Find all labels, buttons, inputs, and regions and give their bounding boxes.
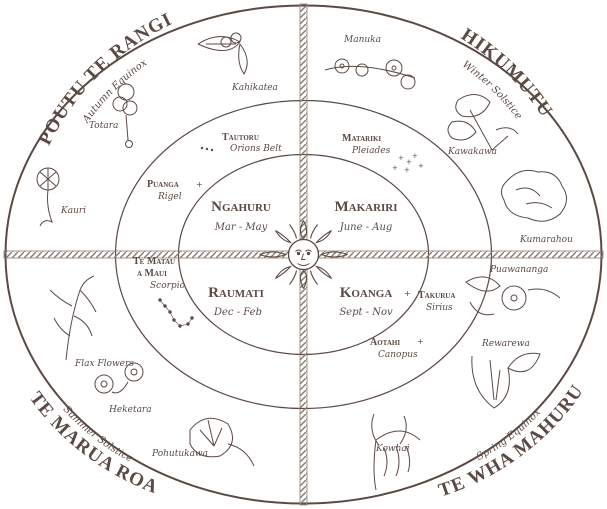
- plant-label: Totara: [89, 121, 118, 131]
- season-months: Mar - May: [214, 222, 268, 233]
- quadrant-title-ne: HIKUMUTU Winter Solstice: [457, 24, 556, 121]
- season-nw: Ngahuru Mar - May: [211, 199, 271, 233]
- season-months: June - Aug: [338, 222, 393, 233]
- plant-label: Kauri: [60, 206, 86, 216]
- rewarewa-plant-icon: [472, 353, 540, 408]
- plant-label: Kumarahou: [519, 235, 573, 245]
- svg-text:+: +: [418, 162, 424, 170]
- star-icon: +: [196, 180, 203, 189]
- svg-text:Orions Belt: Orions Belt: [230, 144, 282, 154]
- constellation-icon: [201, 147, 213, 151]
- svg-text:Rigel: Rigel: [157, 192, 182, 202]
- star-matariki: Matariki Pleiades ++++++: [342, 133, 424, 174]
- plant-label: Puawananga: [489, 265, 548, 275]
- svg-text:a Maui: a Maui: [137, 268, 167, 279]
- kahikatea-plant-icon: [198, 33, 247, 74]
- season-name: Koanga: [340, 285, 393, 301]
- plant-label: Flax Flowers: [74, 359, 134, 369]
- svg-text:Te Matau: Te Matau: [133, 256, 175, 267]
- svg-text:+: +: [392, 164, 398, 172]
- svg-text:+: +: [412, 152, 418, 160]
- kauri-plant-icon: [37, 168, 59, 226]
- svg-text:Puanga: Puanga: [147, 179, 179, 190]
- svg-text:Sirius: Sirius: [426, 303, 453, 313]
- plant-label: Rewarewa: [481, 339, 530, 349]
- plant-label: Kawakawa: [447, 147, 497, 157]
- totara-plant-icon: [113, 84, 137, 148]
- star-icon: +: [417, 337, 424, 346]
- svg-text:Scorpio: Scorpio: [150, 281, 186, 291]
- svg-text:Canopus: Canopus: [378, 350, 418, 360]
- plant-label: Kahikatea: [231, 83, 278, 93]
- kumarahou-plant-icon: [501, 170, 566, 221]
- season-name: Ngahuru: [211, 199, 271, 215]
- flax-flowers-plant-icon: [50, 276, 96, 360]
- svg-text:+: +: [398, 154, 404, 162]
- constellation-icon: ++++++: [392, 152, 424, 174]
- svg-text:Matariki: Matariki: [342, 133, 381, 144]
- svg-text:Pleiades: Pleiades: [351, 146, 391, 156]
- star-icon: +: [404, 289, 411, 298]
- svg-text:Aotahi: Aotahi: [370, 337, 400, 348]
- svg-text:+: +: [404, 166, 410, 174]
- svg-text:Tautoru: Tautoru: [222, 132, 259, 143]
- star-te-matau: Te Matau a Maui Scorpio: [133, 256, 193, 327]
- plant-label: Kowhai: [375, 444, 410, 454]
- season-ne: Makariri June - Aug: [334, 199, 397, 233]
- plant-label: Manuka: [343, 35, 381, 45]
- season-months: Sept - Nov: [339, 307, 393, 318]
- season-months: Dec - Feb: [213, 307, 262, 318]
- constellation-icon: [159, 299, 194, 328]
- plant-label: Pohutukawa: [151, 449, 208, 459]
- plant-label: Heketara: [108, 405, 152, 415]
- season-se: Koanga Sept - Nov: [339, 285, 393, 318]
- season-sw: Raumati Dec - Feb: [208, 285, 264, 318]
- season-name: Makariri: [334, 199, 397, 215]
- puawananga-plant-icon: [466, 277, 560, 315]
- season-name: Raumati: [208, 285, 264, 301]
- quadrant-title-se: TE WHA MAHURU Spring Equinox: [436, 381, 588, 502]
- manuka-plant-icon: [325, 59, 415, 89]
- star-aotahi: Aotahi Canopus +: [370, 337, 424, 360]
- svg-text:Takurua: Takurua: [418, 290, 455, 301]
- star-takurua: Takurua Sirius +: [404, 289, 455, 313]
- star-tautoru: Tautoru Orions Belt: [201, 132, 282, 154]
- star-puanga: Puanga Rigel +: [147, 179, 203, 202]
